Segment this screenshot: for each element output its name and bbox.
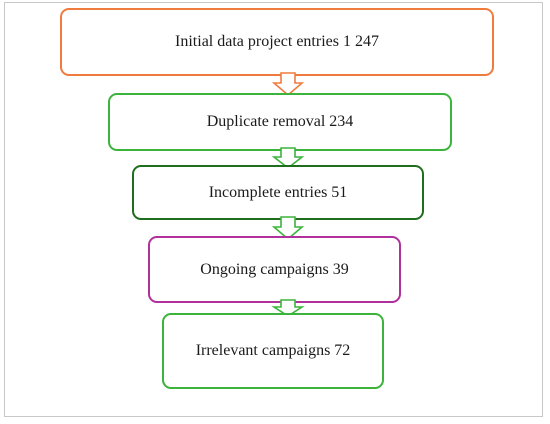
down-arrow-4 bbox=[271, 299, 305, 317]
step-label-ongoing-campaigns: Ongoing campaigns 39 bbox=[200, 260, 349, 278]
step-box-ongoing-campaigns: Ongoing campaigns 39 bbox=[148, 236, 401, 303]
step-box-initial-entries: Initial data project entries 1 247 bbox=[60, 8, 494, 76]
step-box-irrelevant-campaigns: Irrelevant campaigns 72 bbox=[162, 313, 384, 389]
diagram-frame bbox=[4, 2, 543, 417]
down-arrow-3 bbox=[271, 216, 305, 241]
step-box-incomplete-entries: Incomplete entries 51 bbox=[132, 165, 424, 220]
down-arrow-1 bbox=[271, 72, 305, 97]
down-arrow-2 bbox=[271, 147, 305, 170]
step-label-incomplete-entries: Incomplete entries 51 bbox=[208, 183, 348, 201]
step-box-duplicate-removal: Duplicate removal 234 bbox=[108, 93, 452, 151]
step-label-irrelevant-campaigns: Irrelevant campaigns 72 bbox=[195, 342, 351, 359]
step-label-duplicate-removal: Duplicate removal 234 bbox=[206, 113, 354, 130]
step-label-initial-entries: Initial data project entries 1 247 bbox=[175, 33, 379, 50]
